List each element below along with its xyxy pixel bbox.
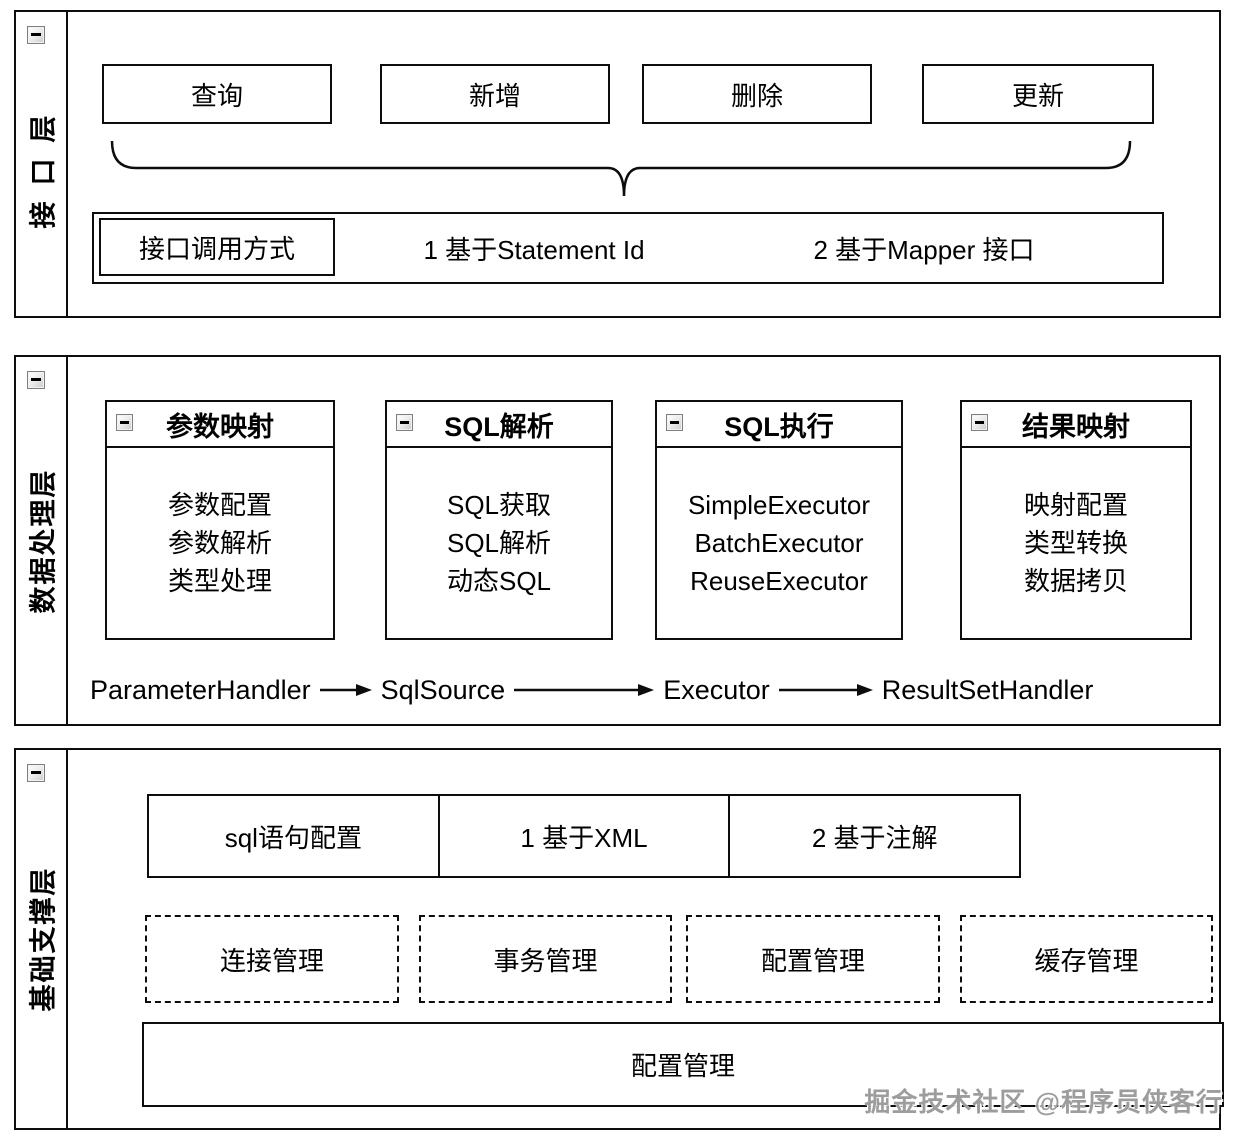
box-title: SQL解析 <box>444 411 554 442</box>
layer-label: 基础支撑层 <box>28 866 59 1012</box>
param-mapping-items: 参数配置 参数解析 类型处理 <box>107 448 333 638</box>
list-item: 类型处理 <box>167 566 272 596</box>
sql-config-annotation: 2 基于注解 <box>811 822 938 853</box>
call-method-label: 接口调用方式 <box>138 233 295 264</box>
sql-exec-header: SQL执行 <box>657 402 901 448</box>
cache-mgmt-label: 缓存管理 <box>1034 945 1139 976</box>
brace-connector <box>110 140 1132 197</box>
arrow-right-icon <box>778 684 873 696</box>
list-item: SQL解析 <box>446 528 552 558</box>
list-item: 参数解析 <box>167 528 272 558</box>
sql-config-xml-cell: 1 基于XML <box>437 796 729 876</box>
sql-parse-box: SQL解析 SQL获取 SQL解析 动态SQL <box>385 400 613 640</box>
query-label: 查询 <box>190 80 243 111</box>
call-method-item-statement-id: 1 基于Statement Id <box>364 214 704 282</box>
list-item: 映射配置 <box>1023 490 1128 520</box>
section-base-support-layer: 基础支撑层 sql语句配置 1 基于XML 2 基于注解 连接管理 事务管理 配… <box>14 748 1224 1130</box>
layer-label: 数据处理层 <box>28 468 59 613</box>
call-method-row: 接口调用方式 1 基于Statement Id 2 基于Mapper 接口 <box>92 212 1164 284</box>
update-label: 更新 <box>1011 80 1064 111</box>
arrow-right-icon <box>514 684 655 696</box>
config-mgmt-wide-box: 配置管理 <box>142 1022 1224 1107</box>
sql-config-label: sql语句配置 <box>224 822 362 853</box>
flow-result-set-handler: ResultSetHandler <box>881 674 1094 705</box>
sql-config-row: sql语句配置 1 基于XML 2 基于注解 <box>147 794 1021 878</box>
list-item: BatchExecutor <box>694 528 864 558</box>
sql-config-annotation-cell: 2 基于注解 <box>728 796 1019 876</box>
query-box: 查询 <box>102 64 332 124</box>
flow-sql-source: SqlSource <box>380 674 506 705</box>
cache-mgmt-box: 缓存管理 <box>960 915 1213 1003</box>
sql-config-xml: 1 基于XML <box>520 822 648 853</box>
list-item: SQL获取 <box>446 490 552 520</box>
flow-executor: Executor <box>663 674 770 705</box>
insert-box: 新增 <box>380 64 610 124</box>
param-mapping-header: 参数映射 <box>107 402 333 448</box>
layer-label: 接口层 <box>28 99 59 229</box>
call-method-label-box: 接口调用方式 <box>99 218 335 276</box>
sql-config-label-cell: sql语句配置 <box>149 796 438 876</box>
sql-exec-box: SQL执行 SimpleExecutor BatchExecutor Reuse… <box>655 400 903 640</box>
collapse-minus-icon[interactable] <box>666 414 683 431</box>
list-item: 类型转换 <box>1023 528 1128 558</box>
result-mapping-header: 结果映射 <box>962 402 1190 448</box>
sql-exec-items: SimpleExecutor BatchExecutor ReuseExecut… <box>657 448 901 638</box>
config-mgmt-label: 配置管理 <box>760 945 865 976</box>
data-processing-strip: 数据处理层 <box>16 357 68 724</box>
box-title: 参数映射 <box>166 411 274 442</box>
list-item: SimpleExecutor <box>687 490 871 520</box>
sql-parse-items: SQL获取 SQL解析 动态SQL <box>387 448 611 638</box>
collapse-minus-icon[interactable] <box>27 764 45 782</box>
list-item: 动态SQL <box>446 566 552 596</box>
collapse-minus-icon[interactable] <box>971 414 988 431</box>
transaction-mgmt-label: 事务管理 <box>493 945 598 976</box>
interface-layer-strip: 接口层 <box>16 12 68 316</box>
transaction-mgmt-box: 事务管理 <box>419 915 672 1003</box>
section-data-processing-layer: 数据处理层 参数映射 参数配置 参数解析 类型处理 SQL解析 SQL获取 SQ… <box>14 355 1221 726</box>
collapse-minus-icon[interactable] <box>396 414 413 431</box>
box-title: 结果映射 <box>1022 411 1130 442</box>
call-item2-text: 2 基于Mapper 接口 <box>813 234 1035 265</box>
insert-label: 新增 <box>468 80 521 111</box>
list-item: ReuseExecutor <box>690 566 868 596</box>
sql-parse-header: SQL解析 <box>387 402 611 448</box>
base-support-strip: 基础支撑层 <box>16 750 68 1128</box>
section-interface-layer: 接口层 查询 新增 删除 更新 接口调用方式 1 基于Statement Id … <box>14 10 1221 318</box>
param-mapping-box: 参数映射 参数配置 参数解析 类型处理 <box>105 400 335 640</box>
config-mgmt-wide-label: 配置管理 <box>630 1051 735 1081</box>
update-box: 更新 <box>922 64 1154 124</box>
config-mgmt-box: 配置管理 <box>686 915 940 1003</box>
box-title: SQL执行 <box>724 411 834 442</box>
list-item: 数据拷贝 <box>1023 566 1128 596</box>
result-mapping-box: 结果映射 映射配置 类型转换 数据拷贝 <box>960 400 1192 640</box>
connection-mgmt-box: 连接管理 <box>145 915 399 1003</box>
collapse-minus-icon[interactable] <box>27 371 45 389</box>
result-mapping-items: 映射配置 类型转换 数据拷贝 <box>962 448 1190 638</box>
call-method-item-mapper: 2 基于Mapper 接口 <box>744 214 1104 282</box>
delete-box: 删除 <box>642 64 872 124</box>
collapse-minus-icon[interactable] <box>116 414 133 431</box>
flow-parameter-handler: ParameterHandler <box>90 674 311 705</box>
connection-mgmt-label: 连接管理 <box>219 945 324 976</box>
watermark: 掘金技术社区 @程序员侠客行 <box>864 1087 1223 1117</box>
arrow-right-icon <box>319 684 372 696</box>
list-item: 参数配置 <box>167 490 272 520</box>
collapse-minus-icon[interactable] <box>27 26 45 44</box>
delete-label: 删除 <box>730 80 783 111</box>
call-item1-text: 1 基于Statement Id <box>423 234 645 265</box>
handler-flow: ParameterHandler SqlSource Executor Resu… <box>90 667 1093 713</box>
